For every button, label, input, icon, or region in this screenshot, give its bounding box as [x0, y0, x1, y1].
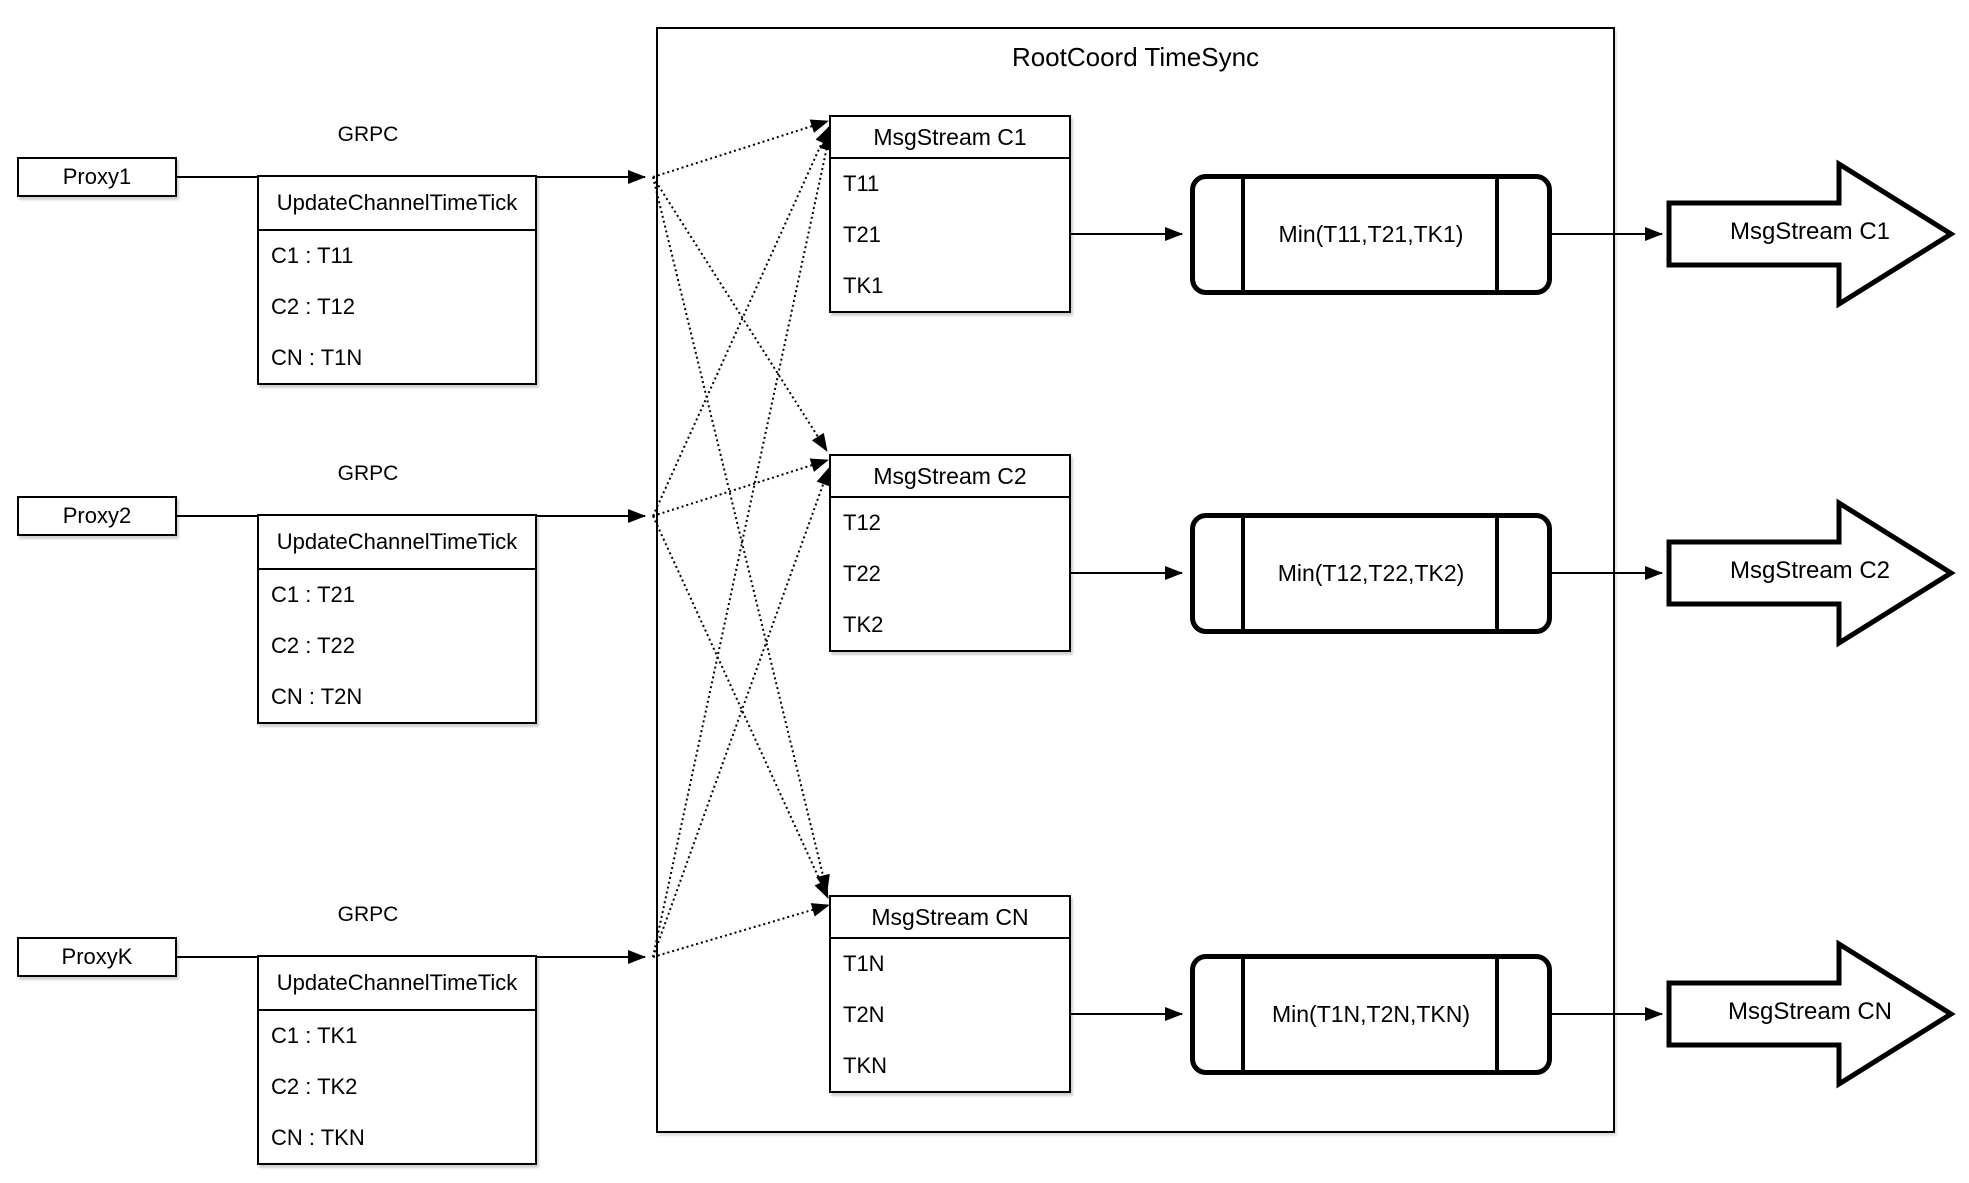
min-label-c2: Min(T12,T22,TK2) — [1277, 560, 1465, 586]
msgstream-table-c2: MsgStream C2 T12 T22 TK2 — [829, 454, 1071, 652]
grpc-label-3: GRPC — [337, 903, 399, 926]
msgstream-table-c1: MsgStream C1 T11 T21 TK1 — [829, 115, 1071, 313]
proxy2-box: Proxy2 — [17, 496, 177, 536]
table-row: C1 : T21 — [271, 582, 355, 608]
table-row: C1 : TK1 — [271, 1023, 358, 1049]
table-row: T12 — [843, 510, 881, 536]
table-row: TKN — [843, 1052, 887, 1078]
min-box-divider — [1241, 518, 1245, 629]
proxy1-box: Proxy1 — [17, 157, 177, 197]
min-label-c1: Min(T11,T21,TK1) — [1278, 221, 1464, 247]
dotted-arrow-p1-c2 — [652, 176, 828, 452]
table-row: C2 : T22 — [271, 633, 355, 658]
output-arrow-label-c1: MsgStream C1 — [1729, 218, 1891, 245]
msgstream-table-title-c1: MsgStream C1 — [831, 117, 1069, 159]
dotted-arrow-p1-cn — [652, 176, 830, 893]
output-arrow-label-cn: MsgStream CN — [1727, 998, 1893, 1025]
dotted-arrow-pk-c1 — [652, 132, 834, 958]
min-box-divider — [1495, 518, 1499, 629]
table-row: T2N — [843, 1002, 885, 1027]
msgstream-table-cn: MsgStream CN T1N T2N TKN — [829, 895, 1071, 1093]
dotted-arrow-pk-cn — [652, 903, 830, 958]
dotted-arrow-p2-cn — [652, 515, 829, 899]
table-row: T1N — [843, 951, 885, 977]
msgstream-table-title-c2: MsgStream C2 — [831, 456, 1069, 498]
table-row: C1 : T11 — [271, 243, 354, 269]
table-row: TK2 — [843, 611, 884, 637]
output-arrow-shape-c1 — [1666, 159, 1956, 309]
dotted-arrow-pk-c2 — [652, 467, 830, 958]
table-row: T21 — [843, 222, 881, 247]
update-timetick-title-3: UpdateChannelTimeTick — [259, 957, 535, 1011]
table-row: TK1 — [843, 272, 884, 298]
table-row: CN : TKN — [271, 1124, 365, 1150]
grpc-label-2: GRPC — [337, 462, 399, 485]
min-box-c1: Min(T11,T21,TK1) — [1190, 174, 1552, 295]
min-box-divider — [1495, 959, 1499, 1070]
min-box-c2: Min(T12,T22,TK2) — [1190, 513, 1552, 634]
table-row: CN : T1N — [271, 344, 363, 370]
min-box-divider — [1495, 179, 1499, 290]
update-timetick-title-1: UpdateChannelTimeTick — [259, 177, 535, 231]
update-timetick-table-3: UpdateChannelTimeTick C1 : TK1 C2 : TK2 … — [257, 955, 537, 1165]
table-row: CN : T2N — [271, 683, 363, 709]
fanout-dotted-arrows — [652, 119, 834, 958]
table-row: C2 : TK2 — [271, 1074, 358, 1099]
dotted-arrow-p1-c1 — [652, 119, 829, 178]
dotted-arrow-p2-c2 — [652, 458, 829, 517]
grpc-label-1: GRPC — [337, 123, 399, 146]
output-arrow-shape-c2 — [1666, 498, 1956, 648]
update-timetick-title-2: UpdateChannelTimeTick — [259, 516, 535, 570]
output-arrow-shape-cn — [1666, 939, 1956, 1089]
update-timetick-table-2: UpdateChannelTimeTick C1 : T21 C2 : T22 … — [257, 514, 537, 724]
table-row: T11 — [843, 171, 880, 197]
min-label-cn: Min(T1N,T2N,TKN) — [1271, 1001, 1471, 1027]
output-arrow-label-c2: MsgStream C2 — [1729, 557, 1891, 584]
rootcoord-timesync-title: RootCoord TimeSync — [1011, 42, 1260, 72]
msgstream-table-title-cn: MsgStream CN — [831, 897, 1069, 939]
rootcoord-timesync-box — [656, 27, 1615, 1133]
dotted-arrow-p2-c1 — [652, 126, 830, 517]
min-box-divider — [1241, 959, 1245, 1070]
min-box-divider — [1241, 179, 1245, 290]
min-box-cn: Min(T1N,T2N,TKN) — [1190, 954, 1552, 1075]
update-timetick-table-1: UpdateChannelTimeTick C1 : T11 C2 : T12 … — [257, 175, 537, 385]
table-row: C2 : T12 — [271, 294, 355, 319]
proxyk-box: ProxyK — [17, 937, 177, 977]
table-row: T22 — [843, 561, 881, 586]
